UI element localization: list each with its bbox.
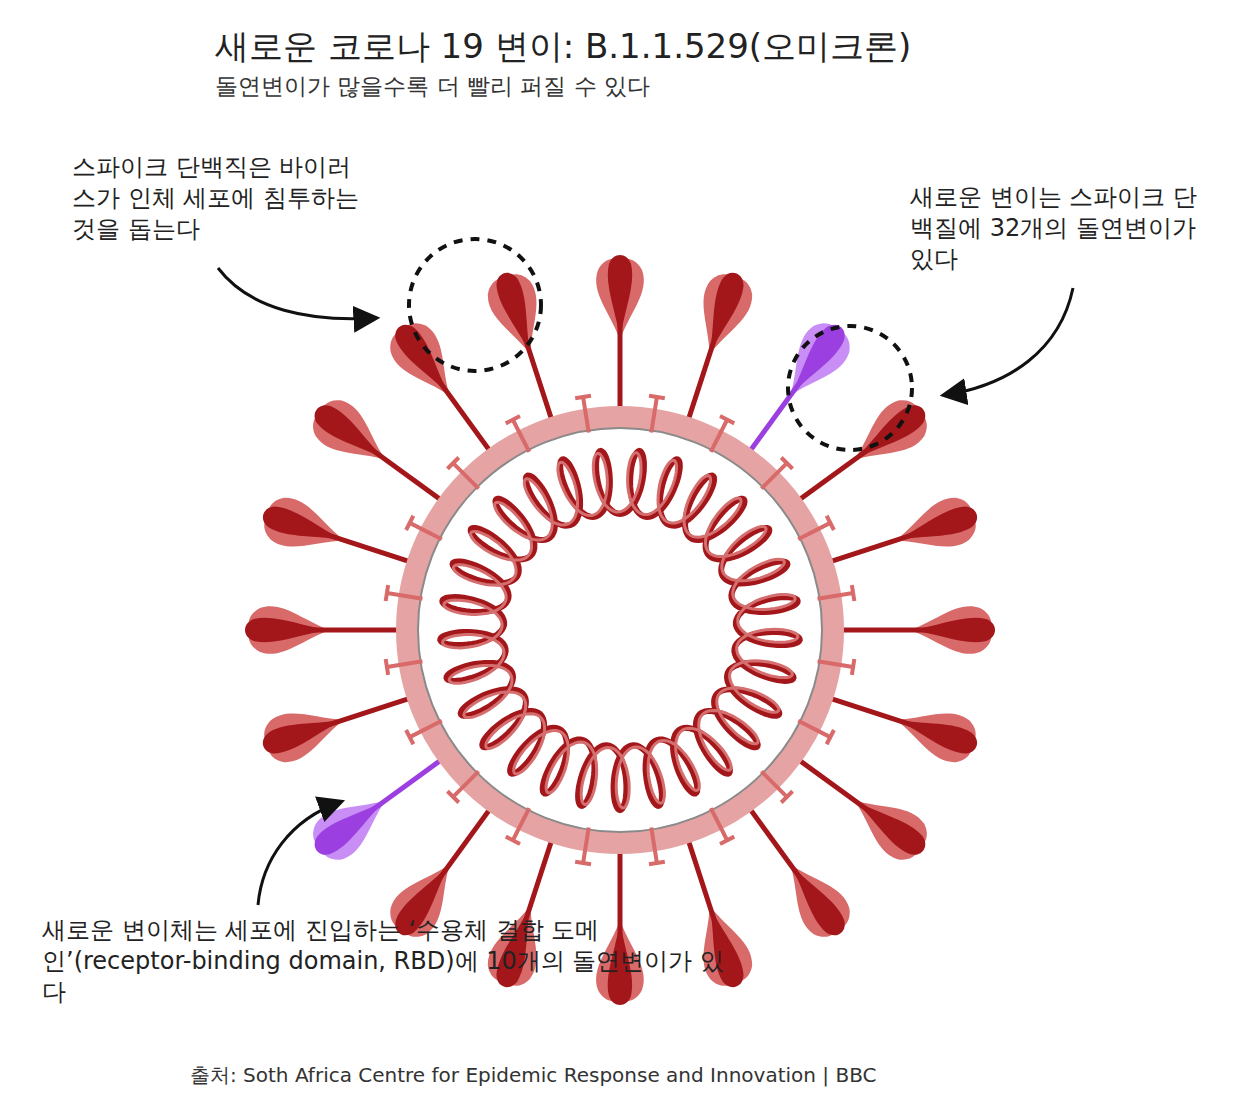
membrane-stub: [643, 826, 664, 864]
membrane-stub: [447, 457, 484, 494]
dashed-circle: [788, 326, 912, 450]
dashed-circle: [409, 239, 541, 371]
membrane-stub: [704, 416, 735, 455]
membrane-stub: [704, 805, 735, 844]
leader-arrow: [218, 268, 375, 319]
callout-text: 새로운 변이체는 세포에 진입하는 ‘수용체 결합 도메인’(receptor-…: [42, 915, 732, 1009]
membrane-stub: [575, 826, 596, 864]
spike-protein: [596, 255, 644, 425]
callout-text: 스파이크 단백직은 바이러스가 인체 세포에 침투하는 것을 돕는다: [72, 152, 372, 246]
membrane-stub: [406, 516, 445, 547]
membrane-stub: [816, 653, 854, 674]
membrane-stub: [506, 805, 537, 844]
membrane-stub: [386, 653, 424, 674]
membrane-stub: [386, 585, 424, 606]
membrane-stub: [447, 766, 484, 803]
membrane-stub: [756, 457, 793, 494]
source-caption: 출처: Soth Africa Centre for Epidemic Resp…: [190, 1062, 1090, 1088]
spike-protein: [596, 835, 644, 1005]
leader-arrow: [945, 288, 1073, 395]
membrane-stub: [506, 416, 537, 455]
membrane-stub: [795, 714, 834, 745]
title: 새로운 코로나 19 변이: B.1.1.529(오미크론): [215, 24, 1115, 68]
membrane-stub: [756, 766, 793, 803]
membrane-stub: [816, 585, 854, 606]
leader-arrow: [258, 802, 340, 905]
membrane-stub: [643, 396, 664, 434]
spike-protein: [245, 606, 415, 654]
subtitle: 돌연변이가 많을수록 더 빨리 퍼질 수 있다: [215, 72, 1015, 102]
membrane-stub: [406, 714, 445, 745]
rna-coil: [440, 451, 799, 810]
rna-coil-light: [443, 453, 798, 808]
membrane: [407, 417, 833, 843]
membrane-line: [418, 428, 822, 832]
membrane-stub: [575, 396, 596, 434]
membrane-stub: [795, 516, 834, 547]
callout-text: 새로운 변이는 스파이크 단백질에 32개의 돌연변이가 있다: [910, 182, 1210, 276]
spike-protein: [825, 606, 995, 654]
